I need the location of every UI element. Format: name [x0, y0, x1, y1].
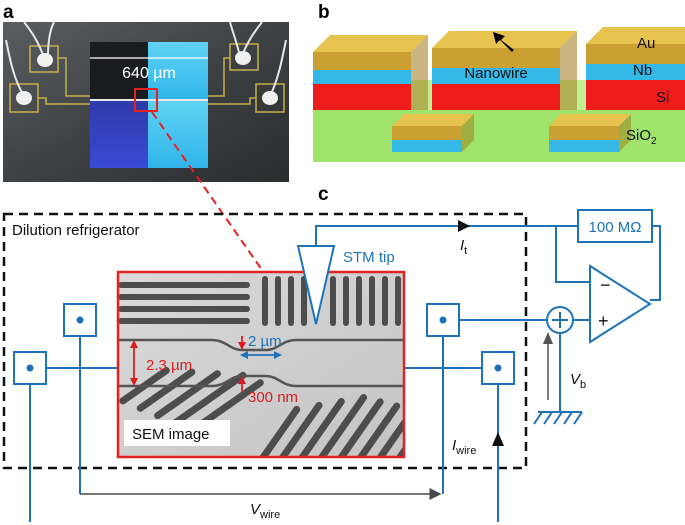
block-right [586, 27, 685, 110]
op-amp-minus: − [600, 275, 611, 295]
resistor-100-megaohm [577, 209, 653, 243]
zoom-indicator-line [151, 111, 263, 271]
nanowire-label: Nanowire [464, 65, 527, 82]
circuit-wires [29, 225, 661, 522]
stm-tip-label: STM tip [343, 249, 395, 266]
panel-a: 640 µm a [3, 2, 289, 182]
panel-c: c Dilution refrigerator 100 MΩ [2, 184, 661, 522]
dark-pad-top-left [90, 42, 148, 100]
contact-dots [26, 316, 502, 372]
stm-tip [296, 245, 336, 325]
op-amp-plus: + [598, 311, 609, 331]
it-label: It [460, 237, 467, 257]
contact-pads-left [9, 45, 90, 113]
nb-label: Nb [633, 62, 652, 79]
panel-letter-b: b [318, 2, 330, 23]
width-label: 2 µm [248, 333, 282, 350]
sem-image-label: SEM image [132, 426, 210, 443]
vb-label: Vb [570, 371, 586, 391]
it-arrow-icon [458, 220, 470, 232]
tip-arrow-icon [493, 32, 514, 52]
bond-balls [16, 51, 278, 105]
panel-b: b [313, 2, 685, 162]
sem-label-bg [124, 420, 230, 446]
vwire-label: Vwire [250, 501, 280, 521]
block-lower-right [549, 114, 631, 152]
height-label: 2.3 µm [146, 357, 192, 374]
scale-label: 640 µm [122, 65, 176, 82]
block-lower-left [392, 114, 474, 152]
contact-pads-right [208, 43, 285, 113]
sem-image [116, 270, 406, 459]
sem-border [116, 270, 406, 459]
si-label: Si [656, 89, 669, 106]
dilution-refrigerator-box [2, 212, 528, 470]
op-amp [589, 264, 652, 344]
iwire-label: Iwire [452, 437, 476, 457]
au-label: Au [637, 35, 655, 52]
block-middle [432, 31, 577, 110]
panel-letter-c: c [318, 184, 329, 205]
block-left [313, 35, 428, 110]
zoom-box [134, 88, 158, 112]
iwire-arrow-icon [492, 432, 504, 446]
gap-label: 300 nm [248, 389, 298, 406]
sio2-label: SiO2 [626, 127, 657, 147]
fridge-label: Dilution refrigerator [12, 222, 140, 239]
panel-letter-a: a [3, 2, 14, 23]
sem-annotations: 2.3 µm 2 µm 300 nm SEM image [124, 333, 298, 446]
ground-icon [533, 411, 583, 425]
resistor-label: 100 MΩ [589, 219, 642, 236]
